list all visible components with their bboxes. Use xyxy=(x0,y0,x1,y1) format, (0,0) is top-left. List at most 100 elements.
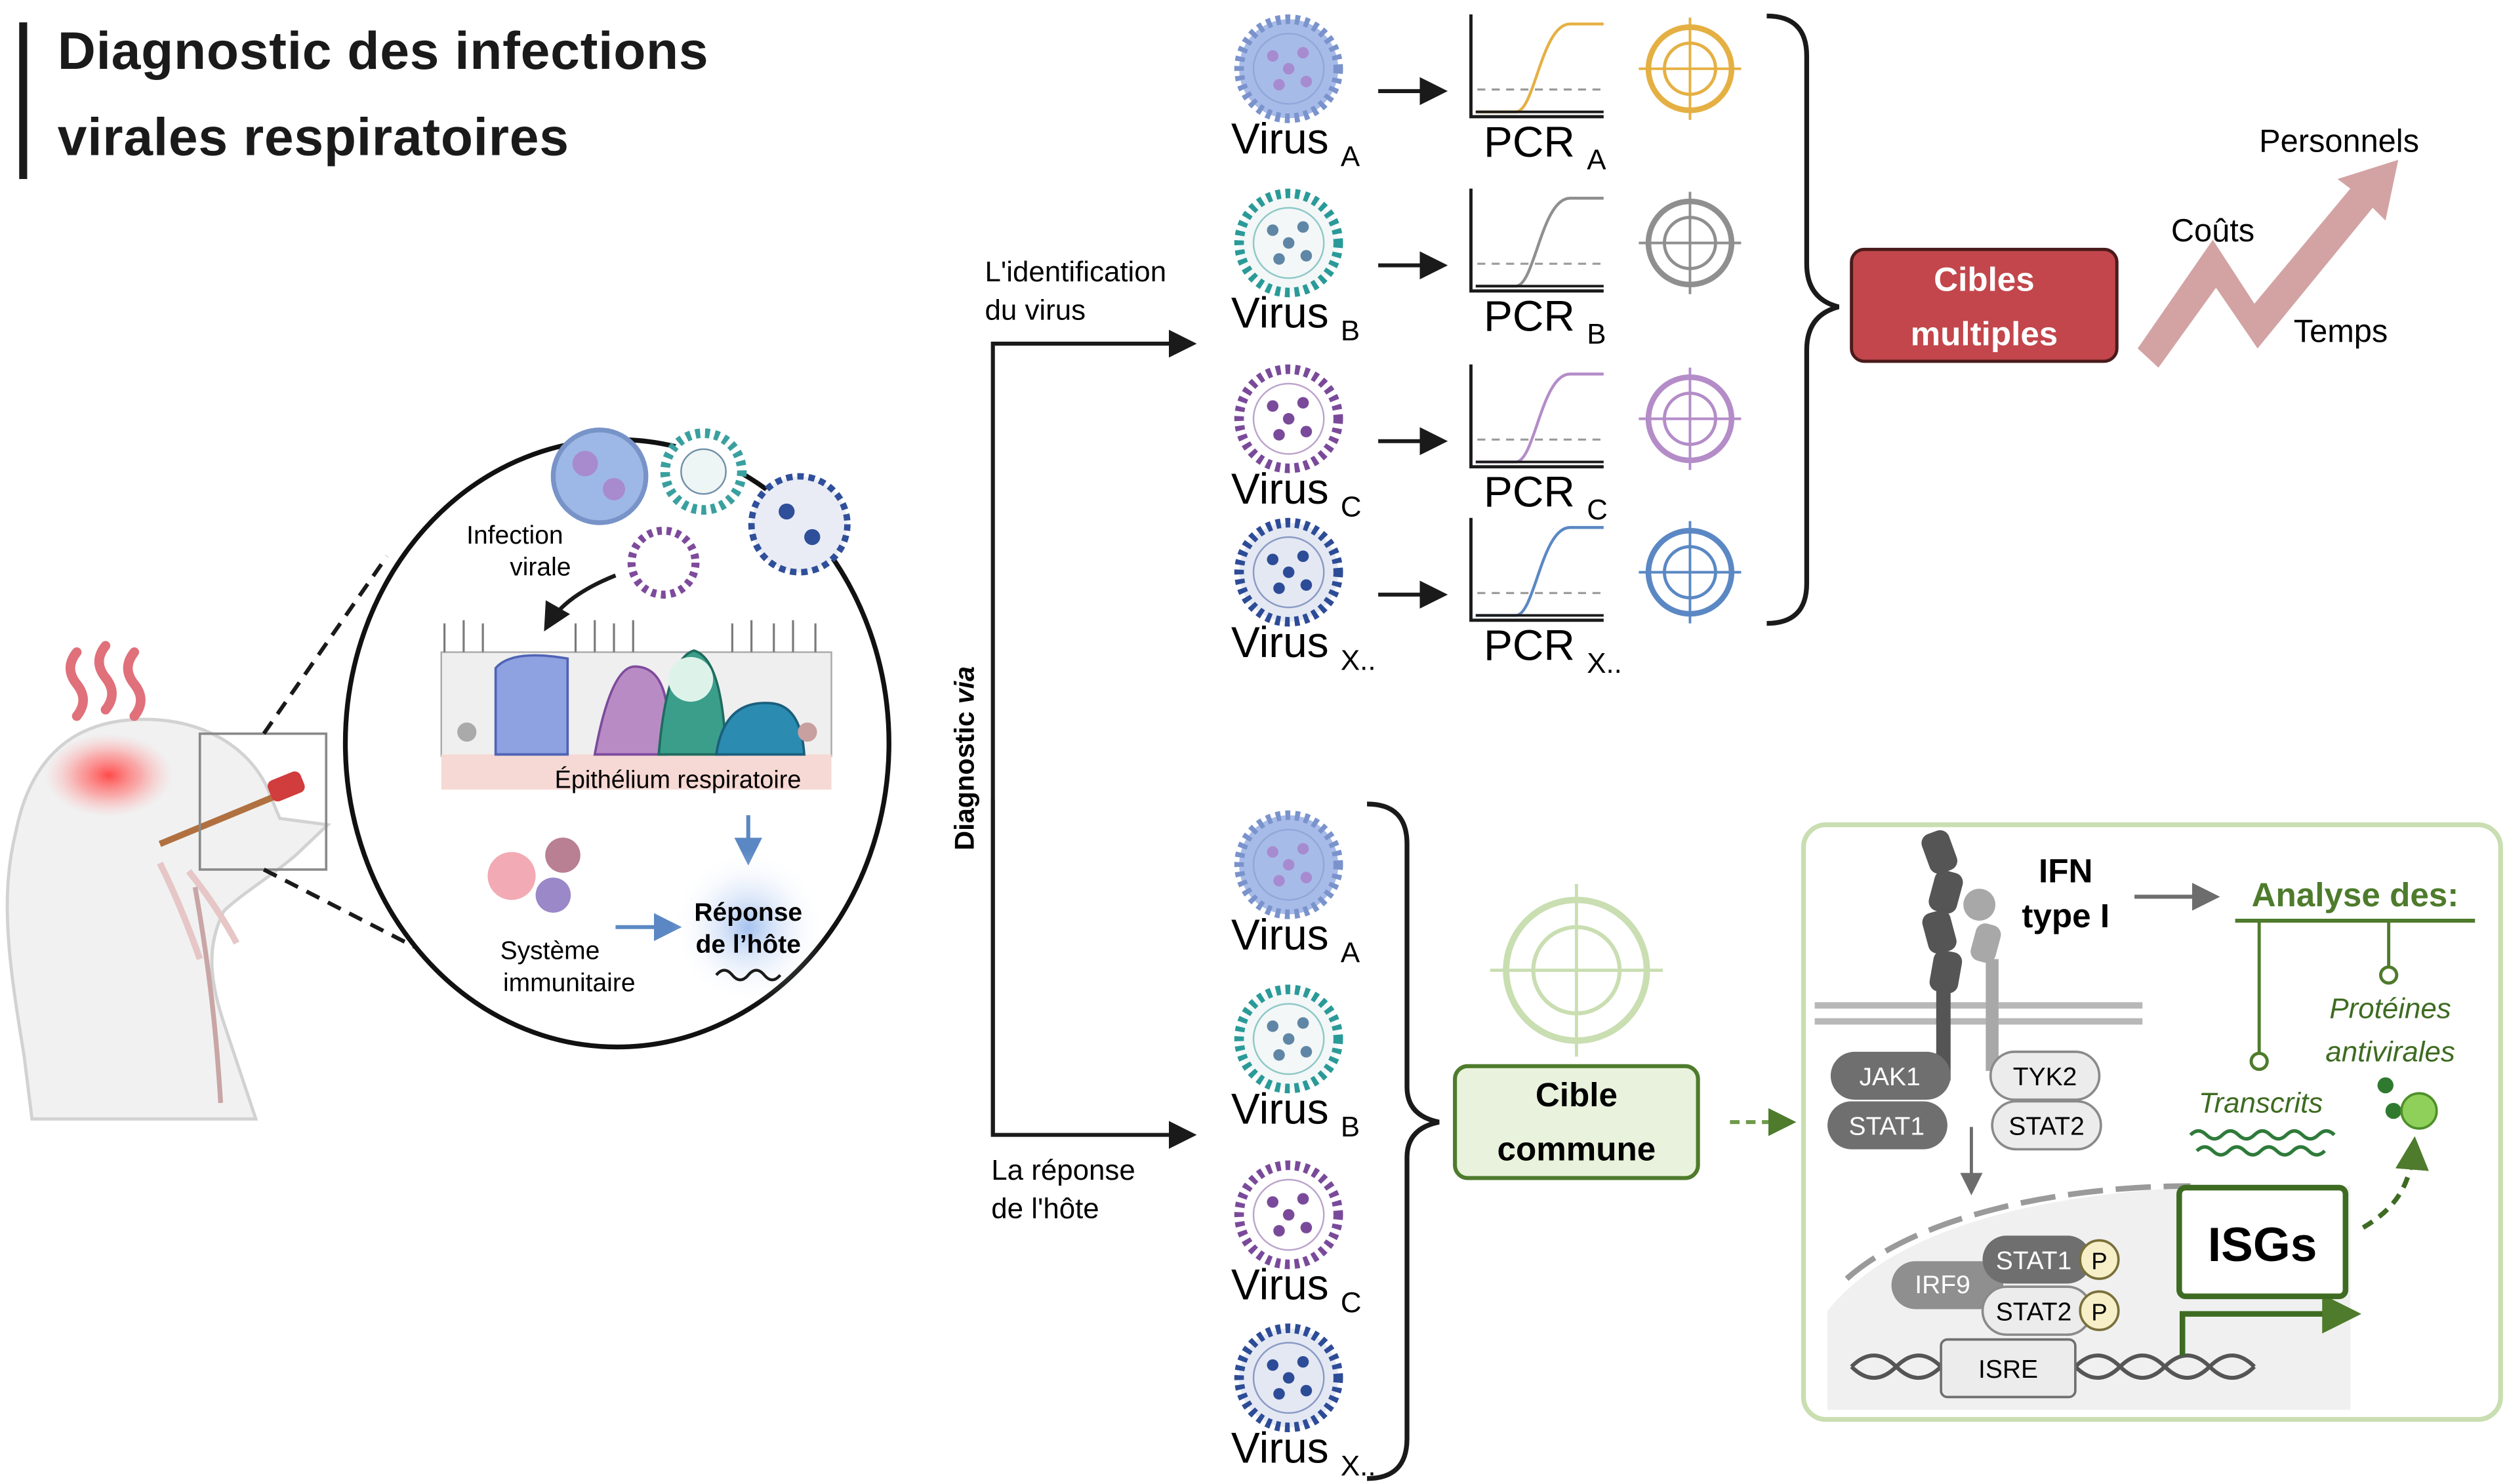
virus-label: Virus C xyxy=(1231,464,1362,523)
virus-icon xyxy=(1234,810,1343,919)
transcript-wave-icon xyxy=(2189,1129,2336,1141)
proteins-label-2: antivirales xyxy=(2325,1036,2455,1068)
common-target-box xyxy=(1453,1064,1700,1180)
virus-label: Virus C xyxy=(1231,1260,1362,1319)
host-response-viruses: Virus A Virus B Virus C Virus X.. xyxy=(1231,810,1376,1482)
stat1-nuclear-icon xyxy=(1982,1235,2092,1284)
dna-icon xyxy=(1850,1353,2256,1380)
protein-dot-icon xyxy=(2377,1077,2394,1094)
virus-icon xyxy=(1234,14,1343,123)
multiple-targets-label-2: multiples xyxy=(1911,315,2058,353)
virus-c-icon xyxy=(627,527,700,599)
pcr-curve xyxy=(1469,14,1604,119)
virus-label: Virus B xyxy=(1231,289,1360,348)
title-line-2: virales respiratoires xyxy=(57,107,569,167)
irf9-label: IRF9 xyxy=(1915,1271,1970,1299)
immune-cell-icon xyxy=(487,852,536,900)
zoom-inset: Infection virale Épithélium respiratoire… xyxy=(342,428,891,1050)
tyk2-label: TYK2 xyxy=(2013,1063,2077,1091)
immune-label-2: immunitaire xyxy=(503,969,636,997)
pcr-curve xyxy=(1469,188,1604,293)
ifn-receptor-1-icon xyxy=(1921,830,1963,1081)
target-crosshair-icon xyxy=(1639,367,1742,470)
infection-label-1: Infection xyxy=(466,521,563,550)
virus-icon xyxy=(1234,364,1343,473)
cost-time-label: Temps xyxy=(2294,314,2388,350)
isgs-label: ISGs xyxy=(2208,1218,2317,1272)
stat1-icon xyxy=(1827,1101,1947,1150)
virus-icon xyxy=(1234,984,1343,1094)
transcription-arrow xyxy=(2179,1294,2361,1355)
pcr-label: PCR A xyxy=(1484,117,1606,176)
multiple-targets-label-1: Cibles xyxy=(1934,261,2035,298)
host-branch-label-2: de l'hôte xyxy=(991,1192,1099,1224)
jak1-icon xyxy=(1830,1051,1951,1100)
zoom-box xyxy=(198,732,328,871)
pcr-label: PCR X.. xyxy=(1484,621,1622,680)
virus-x-icon xyxy=(748,473,851,576)
infection-label-2: virale xyxy=(510,553,571,582)
stat2-label: STAT2 xyxy=(2008,1113,2085,1141)
tyk2-icon xyxy=(1989,1051,2101,1101)
pcr-curve xyxy=(1469,517,1604,622)
analysis-label: Analyse des: xyxy=(2252,876,2459,913)
ifn-label-2: type I xyxy=(2022,897,2110,934)
common-target-crosshair-icon xyxy=(1490,883,1663,1057)
ifn-receptor-2-icon xyxy=(1963,889,2001,1072)
swab-tip-icon xyxy=(268,771,305,802)
pcr-label: PCR B xyxy=(1484,292,1606,351)
virus-branch-label-1: L'identification xyxy=(985,256,1167,288)
heat-wave-icon xyxy=(65,647,89,721)
virus-label: Virus X.. xyxy=(1231,1423,1376,1482)
virus-label: Virus A xyxy=(1231,910,1360,969)
proteins-label-1: Protéines xyxy=(2329,993,2451,1025)
phospho-icon xyxy=(2079,1239,2120,1280)
epithelium-label: Épithélium respiratoire xyxy=(555,767,802,794)
common-target-label-1: Cible xyxy=(1536,1076,1618,1113)
epithelium-cells xyxy=(440,620,832,790)
stat2-icon xyxy=(1991,1100,2102,1151)
virus-a-icon xyxy=(550,428,649,525)
isgs-box xyxy=(2176,1184,2349,1300)
virus-label: Virus B xyxy=(1231,1085,1360,1143)
common-target-label-2: commune xyxy=(1498,1131,1656,1168)
ifn-label-1: IFN xyxy=(2039,852,2092,890)
rising-cost-arrow-icon xyxy=(2137,159,2399,368)
cost-personnel-label: Personnels xyxy=(2259,124,2419,159)
phospho-label-1: P xyxy=(2091,1247,2107,1274)
pcr-curve xyxy=(1469,364,1604,469)
host-response-label-1: Réponse xyxy=(694,898,802,927)
immune-label-1: Système xyxy=(500,937,600,965)
patient-illustration xyxy=(5,555,452,1121)
diagnostic-branch: Diagnostic via L'identification du virus… xyxy=(948,256,1197,1224)
target-crosshair-icon xyxy=(1639,17,1742,120)
isre-box xyxy=(1940,1338,2077,1399)
diagnostic-via-label: Diagnostic via xyxy=(948,666,979,851)
title-bar xyxy=(19,22,28,179)
multiple-targets-brace xyxy=(1766,13,1840,626)
target-crosshair-icon xyxy=(1639,191,1742,294)
virus-label: Virus A xyxy=(1231,114,1360,173)
isre-label: ISRE xyxy=(1978,1355,2038,1384)
virus-icon xyxy=(1234,188,1343,298)
virus-icon xyxy=(1234,1323,1343,1432)
common-target-brace xyxy=(1367,801,1440,1481)
host-branch-label-1: La réponse xyxy=(991,1154,1135,1186)
phospho-label-2: P xyxy=(2091,1298,2107,1325)
host-response-label-2: de l’hôte xyxy=(696,931,801,959)
title-line-1: Diagnostic des infections xyxy=(57,20,709,80)
stat2-nuclear-label: STAT2 xyxy=(1996,1298,2072,1326)
stat1-nuclear-label: STAT1 xyxy=(1996,1247,2072,1275)
fever-heat-icon xyxy=(45,733,173,817)
stat1-label: STAT1 xyxy=(1848,1113,1925,1141)
swab-stick xyxy=(158,791,281,847)
virus-icon xyxy=(1234,1160,1343,1270)
target-crosshair-icon xyxy=(1639,521,1742,624)
virus-branch-label-2: du virus xyxy=(985,294,1086,327)
jak1-label: JAK1 xyxy=(1860,1063,1921,1091)
irf9-icon xyxy=(1891,1261,2004,1310)
pcr-label: PCR C xyxy=(1484,468,1608,527)
